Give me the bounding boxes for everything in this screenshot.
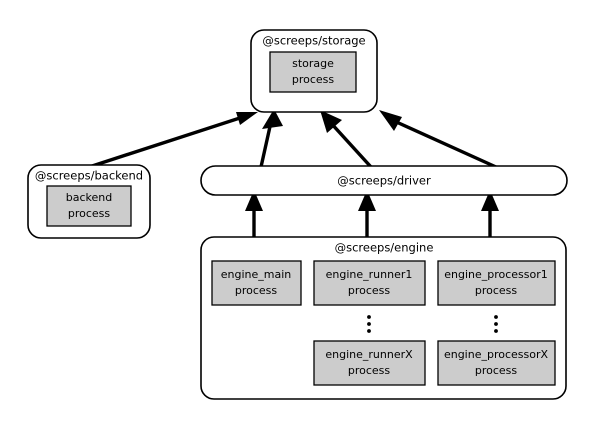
process-engine-processor1-box [437, 260, 556, 306]
process-backend-label-line1: backend [66, 191, 112, 204]
package-storage[interactable]: @screeps/storage storage process [250, 29, 378, 113]
process-backend[interactable]: backend process [46, 185, 132, 227]
process-backend-box [46, 185, 132, 227]
process-engine-processorX-label-line1: engine_processorX [444, 348, 549, 361]
process-engine-runner1[interactable]: engine_runner1 process [313, 260, 426, 306]
process-storage-box [269, 51, 357, 93]
process-engine-runnerX[interactable]: engine_runnerX process [313, 340, 426, 386]
process-engine-processor1[interactable]: engine_processor1 process [437, 260, 556, 306]
process-engine-runnerX-box [313, 340, 426, 386]
package-backend[interactable]: @screeps/backend backend process [27, 164, 151, 239]
process-storage-label-line1: storage [292, 57, 334, 70]
package-backend-label: @screeps/backend [35, 169, 143, 183]
process-engine-runner1-label-line1: engine_runner1 [326, 268, 413, 281]
ellipsis-processor [494, 315, 498, 333]
package-driver-shell [200, 165, 568, 196]
process-engine-main-label-line1: engine_main [221, 268, 292, 281]
package-storage-label: @screeps/storage [262, 34, 365, 48]
process-engine-processorX-label-line2: process [475, 364, 518, 377]
process-engine-main-box [211, 260, 302, 306]
package-engine-label: @screeps/engine [335, 241, 434, 255]
process-engine-runner1-box [313, 260, 426, 306]
package-engine[interactable]: @screeps/engine engine_main process engi… [200, 236, 567, 400]
edge-backend-to-storage [85, 112, 258, 170]
process-engine-main-label-line2: process [235, 284, 278, 297]
edge-driver-to-storage-1 [259, 109, 283, 168]
edge-engine-to-driver-2 [358, 190, 376, 237]
process-engine-processorX[interactable]: engine_processorX process [437, 340, 556, 386]
process-storage[interactable]: storage process [269, 51, 357, 93]
edge-engine-to-driver-1 [245, 190, 263, 237]
process-engine-runnerX-label-line2: process [348, 364, 391, 377]
edge-driver-to-storage-2 [320, 110, 373, 169]
process-engine-processorX-box [437, 340, 556, 386]
process-engine-processor1-label-line1: engine_processor1 [444, 268, 548, 281]
process-storage-label-line2: process [292, 73, 335, 86]
process-engine-processor1-label-line2: process [475, 284, 518, 297]
edge-driver-to-storage-3 [379, 110, 497, 169]
package-driver[interactable]: @screeps/driver [200, 165, 568, 196]
process-engine-runner1-label-line2: process [348, 284, 391, 297]
ellipsis-runner [367, 315, 371, 333]
process-backend-label-line2: process [68, 207, 111, 220]
edge-engine-to-driver-3 [481, 190, 499, 237]
process-engine-main[interactable]: engine_main process [211, 260, 302, 306]
process-engine-runnerX-label-line1: engine_runnerX [325, 348, 413, 361]
package-driver-label: @screeps/driver [337, 174, 431, 188]
